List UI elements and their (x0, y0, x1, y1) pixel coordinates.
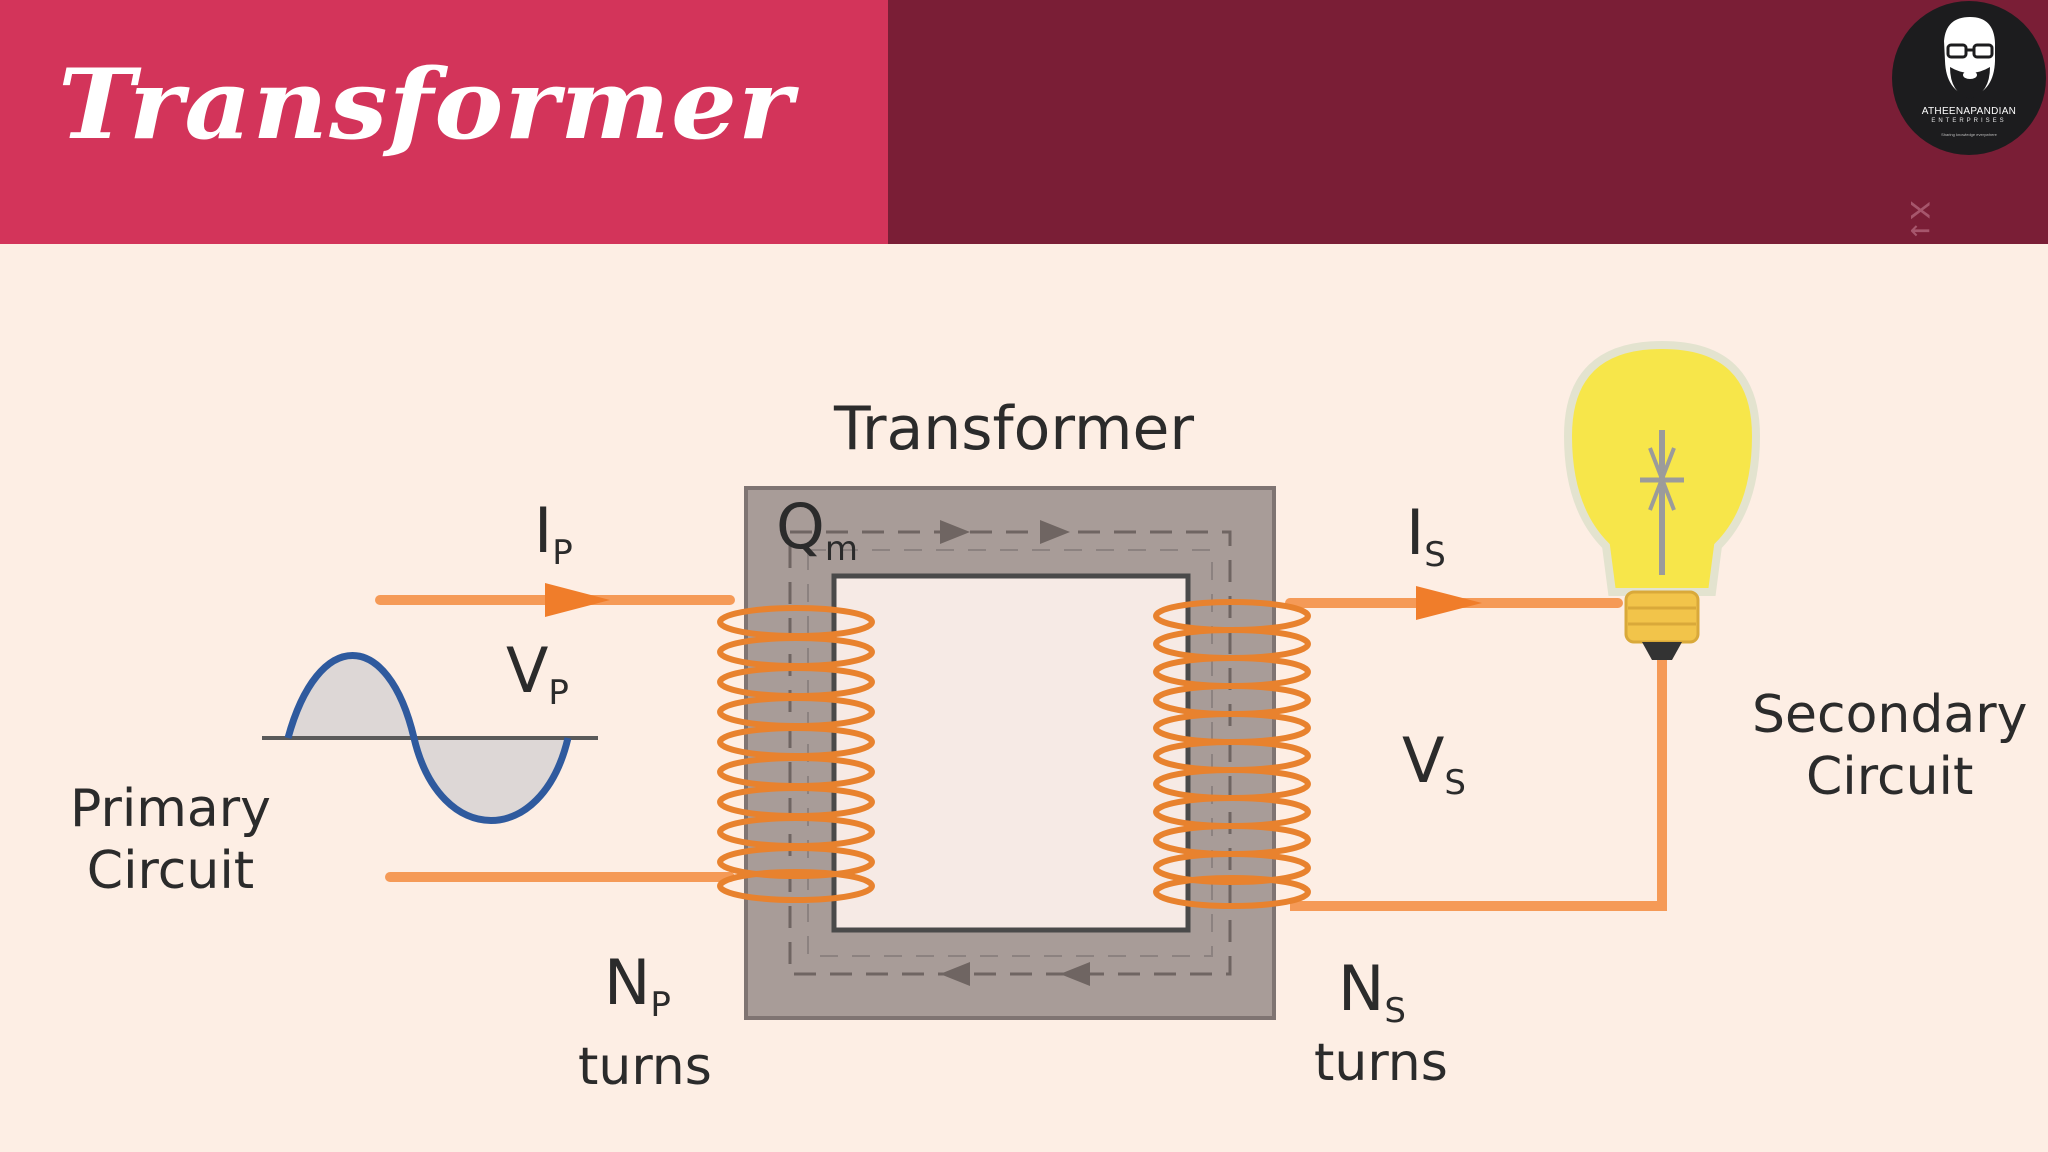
ac-sine-wave-icon (262, 652, 598, 824)
flux-subscript: m (824, 528, 858, 569)
secondary-voltage-label: VS (1402, 730, 1466, 800)
diagram-title: Transformer (834, 394, 1195, 464)
secondary-circuit-label: Secondary Circuit (1752, 684, 2027, 809)
secondary-coil (1153, 599, 1311, 909)
secondary-circuit-line2: Circuit (1806, 747, 1974, 808)
secondary-return-wire (1290, 650, 1667, 911)
iron-core (744, 486, 1276, 1020)
page-title: Transformer (58, 48, 794, 161)
primary-circuit-line2: Circuit (86, 841, 255, 902)
flux-symbol: Q (776, 490, 825, 563)
brand-logo: ATHEENAPANDIAN ENTERPRISES Sharing knowl… (1892, 1, 2046, 155)
transformer-diagram (262, 340, 1761, 1020)
title-banner (0, 0, 888, 244)
secondary-current-label: IS (1406, 502, 1446, 572)
primary-turns-symbol-label: NP (604, 952, 671, 1022)
primary-current-subscript: P (552, 532, 573, 573)
secondary-voltage-symbol: V (1402, 724, 1445, 797)
logo-name: ATHEENAPANDIAN (1921, 106, 2017, 117)
secondary-circuit-line1: Secondary (1752, 685, 2028, 745)
secondary-turns-word: turns (1314, 1033, 1448, 1093)
secondary-turns-symbol: N (1338, 952, 1385, 1025)
side-mark: x↓ (1902, 200, 1942, 241)
flux-label: Qm (776, 496, 858, 566)
primary-turns-symbol: N (604, 946, 651, 1019)
logo-tagline: Sharing knowledge everywhere (1941, 132, 1997, 137)
secondary-current-arrow (1416, 586, 1482, 620)
primary-turns-word: turns (578, 1037, 712, 1097)
secondary-current-symbol: I (1406, 496, 1425, 569)
light-bulb-icon (1563, 340, 1761, 660)
primary-voltage-symbol: V (506, 634, 549, 707)
primary-turns-subscript: P (650, 984, 671, 1025)
primary-coil (717, 605, 875, 903)
title-banner-dark (888, 0, 2048, 244)
primary-voltage-label: VP (506, 640, 569, 710)
secondary-voltage-subscript: S (1444, 762, 1467, 803)
primary-voltage-subscript: P (548, 672, 569, 713)
primary-current-arrow (545, 583, 610, 617)
secondary-turns-symbol-label: NS (1338, 958, 1406, 1028)
secondary-current-subscript: S (1424, 534, 1446, 575)
secondary-turns-subscript: S (1384, 990, 1406, 1031)
logo-subtitle: ENTERPRISES (1931, 118, 2007, 124)
primary-current-label: IP (534, 500, 573, 570)
bearded-man-with-glasses-icon (1944, 17, 1995, 99)
primary-current-symbol: I (534, 494, 553, 567)
primary-circuit-line1: Primary (70, 779, 271, 839)
primary-circuit-label: Primary Circuit (70, 778, 271, 903)
